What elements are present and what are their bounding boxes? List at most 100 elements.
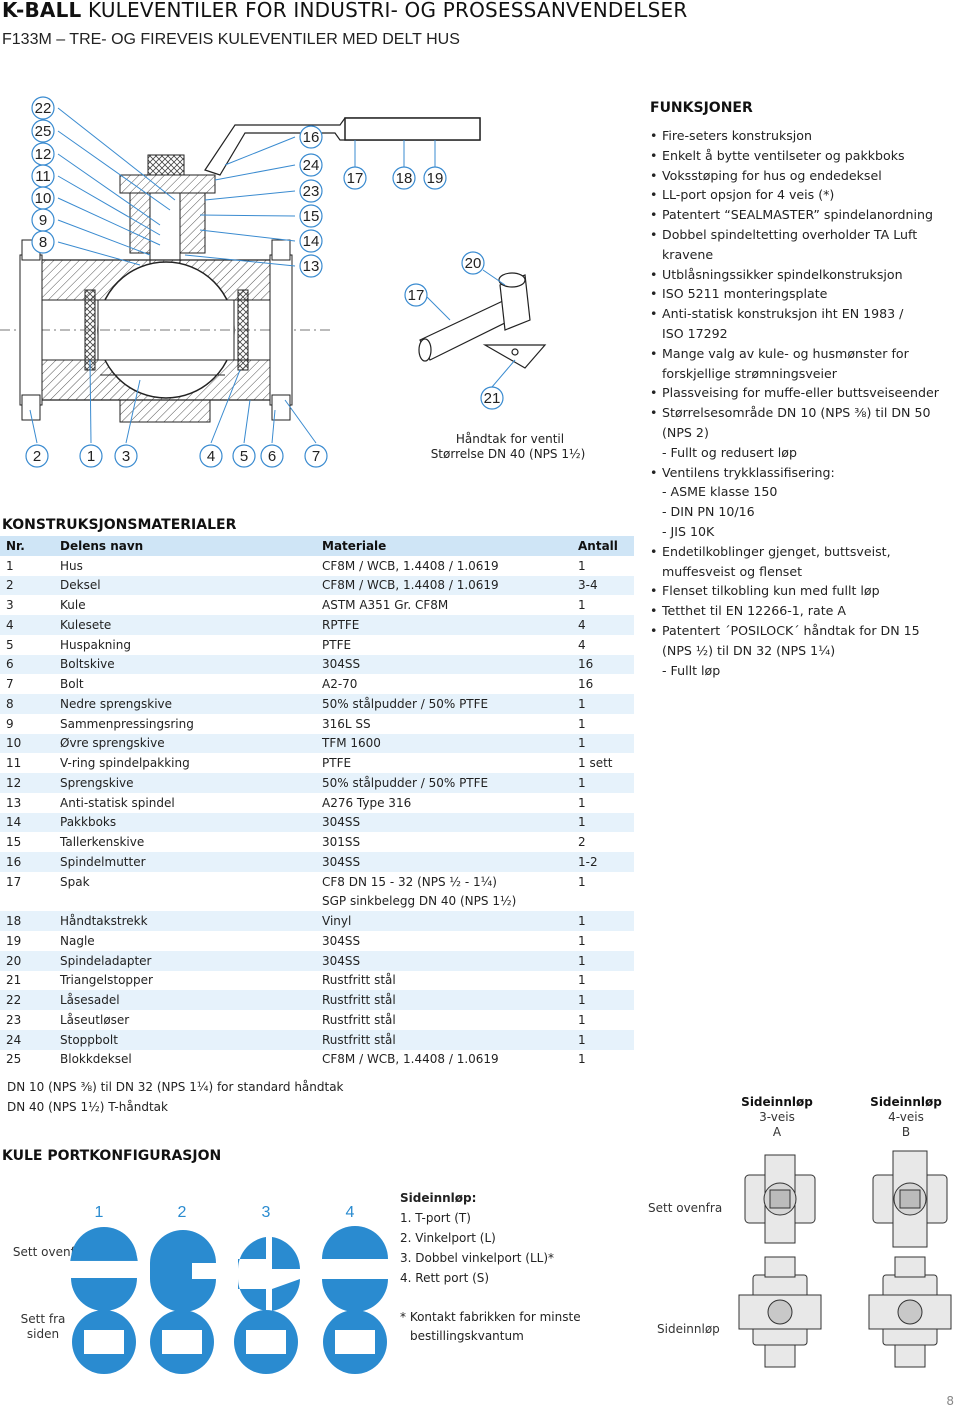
function-item: Plassveising for muffe-eller buttsveisee… bbox=[650, 383, 960, 403]
callout-24: 24 bbox=[303, 157, 320, 174]
cell-part: Spindelmutter bbox=[54, 852, 316, 872]
cell-nr: 22 bbox=[0, 990, 54, 1010]
callout-8: 8 bbox=[39, 234, 47, 251]
handle-caption-1: Håndtak for ventil bbox=[456, 432, 564, 446]
function-item: ISO 17292 bbox=[662, 325, 728, 341]
cell-material: 50% stålpudder / 50% PTFE bbox=[316, 694, 572, 714]
page-title: K-BALL KULEVENTILER FOR INDUSTRI- OG PRO… bbox=[2, 0, 687, 22]
function-item: Utblåsningssikker spindelkonstruksjon bbox=[650, 265, 960, 285]
function-item: Patentert “SEALMASTER” spindelanordning bbox=[650, 205, 960, 225]
cell-qty: 1 bbox=[578, 795, 586, 810]
cell-nr: 19 bbox=[6, 933, 22, 948]
cell-nr: 6 bbox=[0, 654, 54, 675]
inlet-col-b: Sideinnløp 4-veis B bbox=[864, 1095, 948, 1140]
cell-nr: 20 bbox=[0, 950, 54, 971]
callout-19: 19 bbox=[427, 170, 444, 187]
callout-20: 20 bbox=[465, 255, 482, 272]
cell-material: 50% stålpudder / 50% PTFE bbox=[316, 773, 572, 793]
cell-nr: 16 bbox=[0, 852, 54, 872]
cell-nr: 7 bbox=[6, 677, 14, 692]
cell-part: Bolt bbox=[60, 677, 84, 692]
cell-nr: 17 bbox=[6, 874, 22, 889]
cell-part: Stoppbolt bbox=[54, 1029, 316, 1050]
cell-nr: 14 bbox=[0, 812, 54, 833]
cell-material: A2-70 bbox=[322, 677, 358, 692]
cell-nr: 13 bbox=[6, 795, 22, 810]
cell-material: CF8 DN 15 - 32 (NPS ½ - 1¼) bbox=[322, 874, 497, 889]
cell-qty: 4 bbox=[572, 615, 634, 635]
ports-footnote: * Kontakt fabrikken for minste bestillin… bbox=[400, 1310, 581, 1343]
cell-qty: 1 bbox=[578, 1012, 586, 1027]
function-item: Voksstøping for hus og endedeksel bbox=[650, 166, 960, 186]
cell-qty: 1 bbox=[572, 812, 634, 833]
side-inlet-legend-title: Sideinnløp: bbox=[400, 1191, 477, 1205]
side-inlet-item-2: 2. Vinkelport (L) bbox=[400, 1231, 496, 1245]
side-inlet-item-1: 1. T-port (T) bbox=[400, 1211, 471, 1225]
callout-5: 5 bbox=[240, 448, 248, 465]
function-item: Ventilens trykklassifisering: bbox=[650, 463, 960, 483]
port-number-2: 2 bbox=[178, 1204, 187, 1221]
function-item: - Fullt og redusert løp bbox=[662, 444, 797, 460]
cell-nr: 15 bbox=[6, 835, 22, 850]
cell-qty: 1 bbox=[572, 694, 634, 714]
ports-row1-label: Sett ovenfra bbox=[12, 1245, 88, 1259]
side-inlet-item-4: 4. Rett port (S) bbox=[400, 1271, 490, 1285]
function-item: forskjellige strømningsveier bbox=[662, 365, 837, 381]
function-item: Patentert ´POSILOCK´ håndtak for DN 15 bbox=[650, 621, 960, 641]
callout-1: 1 bbox=[87, 448, 95, 465]
cell-material: 301SS bbox=[322, 835, 361, 850]
table-row: SGP sinkbelegg DN 40 (NPS 1½) bbox=[0, 892, 634, 912]
inlet-col-b-sub: 4-veis bbox=[888, 1110, 924, 1124]
inlet-col-a-sub: 3-veis bbox=[759, 1110, 795, 1124]
ports-heading: KULE PORTKONFIGURASJON bbox=[2, 1148, 222, 1164]
cell-material: CF8M / WCB, 1.4408 / 1.0619 bbox=[322, 1052, 499, 1067]
handle-note-2: DN 40 (NPS 1½) T-håndtak bbox=[7, 1100, 168, 1114]
function-item: muffesveist og flenset bbox=[662, 563, 803, 579]
function-item: Endetilkoblinger gjenget, buttsveist, bbox=[650, 542, 960, 562]
cell-qty: 1 bbox=[572, 1029, 634, 1050]
cell-qty: 1 bbox=[572, 990, 634, 1010]
cell-qty: 1 bbox=[578, 874, 586, 889]
callout-25: 25 bbox=[35, 123, 52, 140]
cell-part: Boltskive bbox=[54, 654, 316, 675]
cell-qty: 3-4 bbox=[572, 575, 634, 596]
cell-material: PTFE bbox=[322, 637, 352, 652]
inlet-col-b-letter: B bbox=[901, 1125, 911, 1139]
cell-nr: 12 bbox=[0, 773, 54, 793]
valve-inlet-drawings bbox=[738, 1150, 952, 1368]
function-item: Flenset tilkobling kun med fullt løp bbox=[650, 581, 960, 601]
cell-nr: 23 bbox=[6, 1012, 22, 1027]
function-item: - JIS 10K bbox=[662, 523, 715, 539]
cell-material: RPTFE bbox=[316, 615, 572, 635]
cell-qty: 4 bbox=[578, 637, 586, 652]
function-item: (NPS ½) til DN 32 (NPS 1¼) bbox=[662, 642, 836, 658]
callout-13: 13 bbox=[303, 258, 320, 275]
cell-qty: 2 bbox=[578, 835, 586, 850]
cell-qty: 1 bbox=[572, 773, 634, 793]
page-number: 8 bbox=[946, 1394, 954, 1408]
cell-material: ASTM A351 Gr. CF8M bbox=[322, 598, 449, 613]
cell-part: Sprengskive bbox=[54, 773, 316, 793]
inlet-col-b-title: Sideinnløp bbox=[870, 1095, 942, 1109]
callout-4: 4 bbox=[207, 448, 215, 465]
cell-qty: 16 bbox=[578, 677, 594, 692]
cell-qty: 1 bbox=[572, 911, 634, 931]
cell-qty: 1 bbox=[572, 733, 634, 754]
callout-11: 11 bbox=[35, 168, 51, 185]
cell-material: 304SS bbox=[316, 852, 572, 872]
function-item: Fire-seters konstruksjon bbox=[650, 126, 960, 146]
cell-qty: 1 bbox=[578, 1052, 586, 1067]
callout-12: 12 bbox=[35, 146, 52, 163]
callout-15: 15 bbox=[303, 208, 320, 225]
side-inlet-legend: Sideinnløp: 1. T-port (T) 2. Vinkelport … bbox=[400, 1188, 554, 1288]
